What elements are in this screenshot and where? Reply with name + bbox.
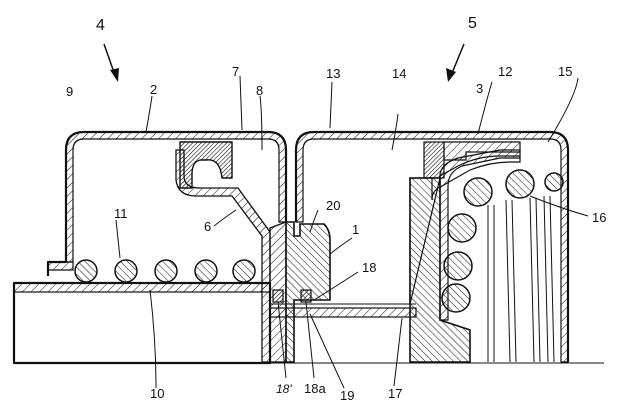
spring-coils-11 (74, 259, 256, 283)
label-1: 1 (352, 222, 359, 237)
label-18-prime: 18' (276, 382, 292, 396)
label-16: 16 (592, 210, 606, 225)
label-3: 3 (476, 81, 483, 96)
label-11: 11 (114, 206, 128, 221)
label-20: 20 (326, 198, 340, 213)
arrow-4 (103, 43, 119, 82)
label-10: 10 (150, 386, 164, 401)
label-8: 8 (256, 83, 263, 98)
housing-3 (294, 130, 570, 363)
housing-2 (46, 130, 288, 276)
label-13: 13 (326, 66, 340, 81)
reference-labels: 4 5 2 7 8 9 13 14 3 12 15 6 20 1 11 16 1… (66, 15, 606, 403)
label-18: 18 (362, 260, 376, 275)
label-7: 7 (232, 64, 239, 79)
label-17: 17 (388, 386, 402, 401)
arrow-5 (446, 43, 465, 82)
label-2: 2 (150, 82, 157, 97)
label-19: 19 (340, 388, 354, 403)
label-14: 14 (392, 66, 406, 81)
label-6: 6 (204, 219, 211, 234)
label-15: 15 (558, 64, 572, 79)
label-18a: 18a (304, 381, 326, 396)
label-12: 12 (498, 64, 512, 79)
seal-element (179, 141, 233, 189)
inner-spring-coils (441, 177, 493, 313)
label-4: 4 (96, 17, 105, 34)
label-5: 5 (468, 15, 477, 32)
main-spring-16 (487, 169, 564, 363)
label-9: 9 (66, 84, 73, 99)
leader-lines (115, 75, 589, 389)
shaft-10 (12, 281, 272, 365)
